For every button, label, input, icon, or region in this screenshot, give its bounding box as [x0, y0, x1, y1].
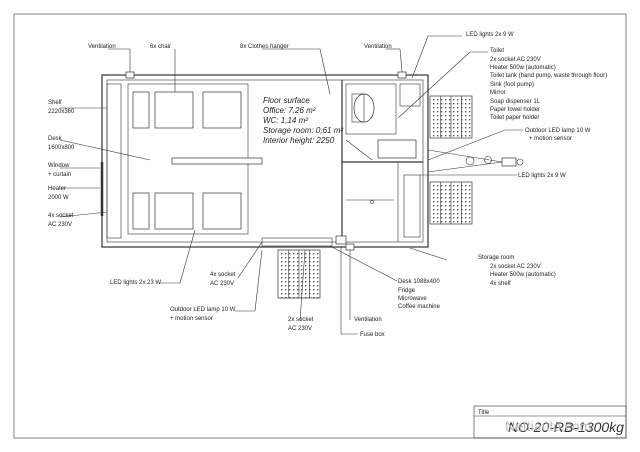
label-socket-left: 4x socket AC 230V: [48, 213, 74, 228]
storage-shelf-shape: [403, 174, 421, 238]
label-desk-small: Desk 1088x400 Fridge Microwave Coffee ma…: [398, 279, 441, 310]
svg-text:Storage room: Storage room: [478, 255, 514, 261]
label-heater: Heater 2000 W: [48, 186, 69, 201]
svg-text:Floor surface: Floor surface: [263, 96, 310, 105]
shelf-shape: [106, 83, 122, 239]
svg-text:Shelf: Shelf: [48, 100, 62, 106]
label-window: Window + curtain: [48, 163, 71, 178]
led-bar: [171, 157, 263, 165]
svg-text:+ motion sensor: + motion sensor: [170, 316, 213, 322]
label-storage: Storage room 2x socket AC 230V Heater 50…: [478, 255, 556, 287]
fuse-box-shape: [335, 235, 347, 245]
label-chair: 6x chair: [150, 44, 171, 50]
svg-text:2220x360: 2220x360: [48, 109, 75, 115]
svg-text:AC 230V: AC 230V: [210, 281, 234, 287]
storage-lamp: [370, 200, 374, 204]
label-clothes-hanger: 8x Clothes hanger: [240, 44, 289, 50]
svg-text:4x socket: 4x socket: [210, 272, 236, 278]
toilet-tank-shape: [351, 93, 365, 123]
svg-text:+ motion sensor: + motion sensor: [529, 136, 572, 142]
drawing-border: [13, 13, 627, 439]
trailer-outline: [101, 74, 429, 248]
svg-text:AC 230V: AC 230V: [288, 326, 312, 332]
svg-text:Office: 7,26 m²: Office: 7,26 m²: [263, 106, 316, 115]
svg-text:Microwave: Microwave: [398, 296, 427, 302]
svg-text:Desk: Desk: [48, 136, 63, 142]
chair: [202, 91, 242, 129]
title-block: [473, 405, 627, 439]
svg-text:Fridge: Fridge: [398, 288, 416, 294]
svg-text:Storage room: 0,61 m²: Storage room: 0,61 m²: [263, 126, 343, 135]
svg-text:2x socket AC 230V: 2x socket AC 230V: [490, 264, 541, 270]
svg-text:WC: 1,14 m²: WC: 1,14 m²: [263, 116, 308, 125]
chair: [132, 192, 150, 230]
svg-text:+ curtain: + curtain: [48, 172, 71, 178]
label-led-mid: LED lights 2x 9 W: [518, 173, 566, 179]
svg-text:Toilet: Toilet: [490, 48, 504, 54]
label-toilet: Toilet 2x socket AC 230V Heater 500w (au…: [490, 48, 607, 121]
svg-text:Toilet paper holder: Toilet paper holder: [490, 115, 539, 121]
label-desk: Desk 1600x800: [48, 136, 75, 151]
label-socket-small: 2x socket AC 230V: [288, 317, 314, 332]
svg-text:4x shelf: 4x shelf: [490, 281, 511, 287]
label-ventilation-left: Ventilation: [88, 44, 116, 50]
svg-text:Interior height: 2250: Interior height: 2250: [263, 136, 335, 145]
svg-text:Heater 500w (automatic): Heater 500w (automatic): [490, 272, 556, 278]
svg-text:Heater: Heater: [48, 186, 66, 192]
svg-text:Outdoor LED lamp 10 W: Outdoor LED lamp 10 W: [170, 307, 236, 313]
svg-text:4x socket: 4x socket: [48, 213, 74, 219]
label-outdoor-led-left: Outdoor LED lamp 10 W + motion sensor: [170, 307, 236, 322]
wc-shelf-shape: [399, 83, 421, 107]
svg-text:Window: Window: [48, 163, 70, 169]
svg-text:Mirror: Mirror: [490, 90, 506, 96]
svg-text:2x socket AC 230V: 2x socket AC 230V: [490, 57, 541, 63]
label-led-bottom: LED lights 2x 23 W: [110, 280, 161, 286]
label-outdoor-led-right: Outdoor LED lamp 10 W + motion sensor: [525, 128, 591, 142]
label-ventilation-bottom: Ventilation: [354, 317, 382, 323]
label-fuse-box: Fuse box: [360, 332, 385, 338]
drawbar: [427, 149, 524, 173]
label-led-top: LED lights 2x 9 W: [466, 32, 514, 38]
wc-fixture-area: [345, 83, 397, 135]
chair: [154, 91, 194, 129]
title-label: Title: [478, 410, 490, 416]
svg-text:Sink (foot pump): Sink (foot pump): [490, 82, 534, 88]
wc-door-swing: [345, 139, 373, 161]
svg-text:AC 230V: AC 230V: [48, 222, 72, 228]
svg-text:1600x800: 1600x800: [48, 145, 75, 151]
ventilation-marker: [397, 71, 407, 79]
label-ventilation-top: Ventilation: [364, 44, 392, 50]
svg-text:Outdoor LED lamp 10 W: Outdoor LED lamp 10 W: [525, 128, 591, 134]
ventilation-marker: [345, 243, 355, 251]
chair: [202, 192, 242, 230]
svg-text:Soap dispenser 1L: Soap dispenser 1L: [490, 99, 541, 105]
title-value: NO-20-RB-1300kg: [508, 419, 624, 435]
leader-lines: [59, 35, 523, 335]
floor-notes: Floor surface Office: 7,26 m² WC: 1,14 m…: [263, 96, 343, 145]
label-shelf: Shelf 2220x360: [48, 100, 75, 115]
label-socket-bottom: 4x socket AC 230V: [210, 272, 236, 287]
svg-text:Paper towel holder: Paper towel holder: [490, 107, 540, 113]
svg-text:Coffee machine: Coffee machine: [398, 304, 441, 310]
chair: [132, 91, 150, 129]
sink-shape: [377, 139, 417, 159]
ventilation-marker: [125, 71, 135, 79]
svg-text:Toilet tank (hand pump, waste: Toilet tank (hand pump, waste through fl…: [490, 73, 607, 79]
watermark: Nettiauto.com: [505, 418, 591, 434]
svg-text:Heater 500w (automatic): Heater 500w (automatic): [490, 65, 556, 71]
svg-text:2000 W: 2000 W: [48, 195, 69, 201]
svg-text:Desk 1088x400: Desk 1088x400: [398, 279, 440, 285]
chair: [154, 192, 194, 230]
svg-text:2x socket: 2x socket: [288, 317, 314, 323]
